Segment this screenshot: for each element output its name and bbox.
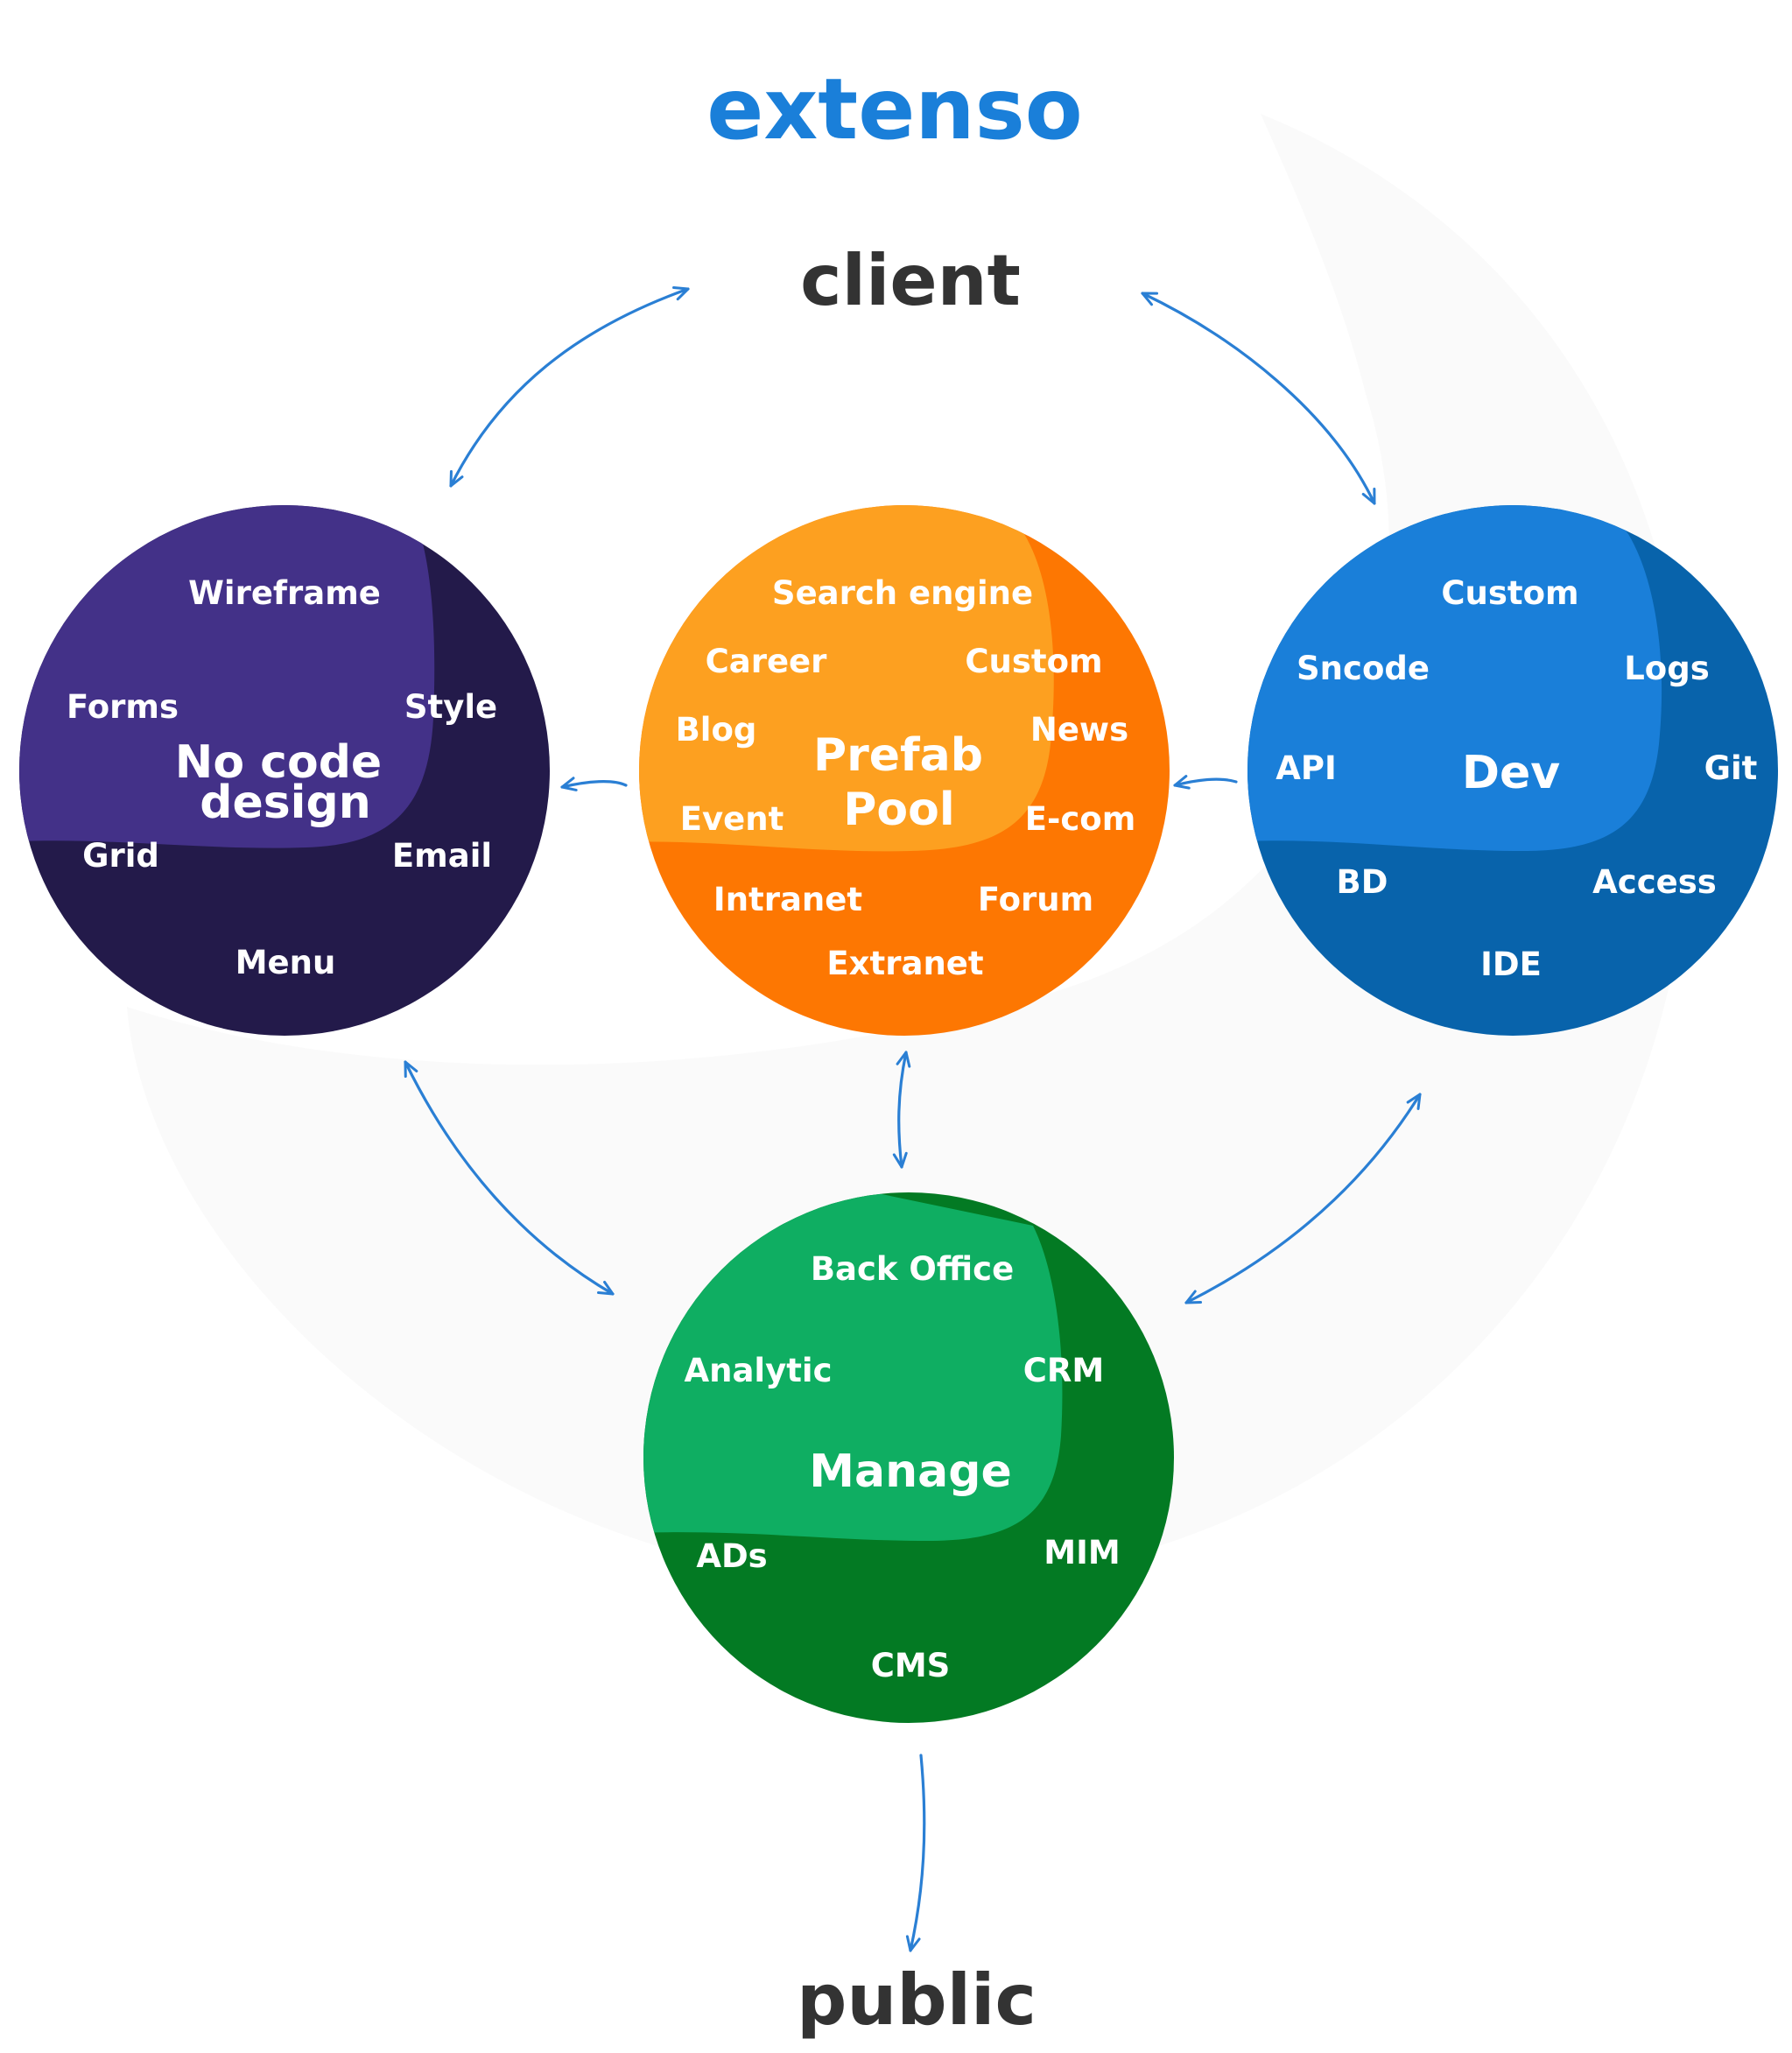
nocode-label-forms: Forms	[67, 688, 179, 726]
dev-label-git: Git	[1704, 749, 1758, 787]
nocode-label-menu: Menu	[235, 944, 336, 981]
manage-label-crm: CRM	[1023, 1352, 1104, 1389]
prefab-label-news: News	[1030, 711, 1128, 749]
prefab-label-intranet: Intranet	[713, 881, 862, 918]
dev-label-bd: BD	[1337, 863, 1388, 901]
nocode-label-grid: Grid	[82, 837, 159, 875]
prefab-label-extranet: Extranet	[826, 945, 983, 982]
extenso-logo: extenso	[706, 60, 1082, 158]
prefab-label-e-com: E-com	[1025, 800, 1136, 838]
arrow-manage-public	[905, 1754, 926, 1952]
prefab-label-forum: Forum	[978, 881, 1093, 918]
manage-title: Manage	[809, 1445, 1011, 1498]
arrow-nocode-manage	[404, 1060, 615, 1296]
dev-label-logs: Logs	[1624, 650, 1710, 687]
prefab-circle-light	[639, 505, 1054, 852]
manage-label-ads: ADs	[696, 1537, 767, 1575]
prefab-label-career: Career	[706, 643, 828, 680]
nocode-title-line1: No code	[175, 736, 382, 789]
dev-label-custom: Custom	[1441, 574, 1578, 612]
nocode-label-wireframe: Wireframe	[188, 574, 381, 612]
prefab-label-blog: Blog	[676, 711, 757, 749]
dev-label-ide: IDE	[1480, 946, 1542, 983]
nocode-circle-light	[19, 505, 435, 848]
dev-label-api: API	[1275, 749, 1337, 787]
prefab-label-search-engine: Search engine	[772, 574, 1033, 612]
nocode-label-style: Style	[404, 688, 497, 726]
prefab-title-line1: Prefab	[813, 729, 983, 782]
dev-label-access: Access	[1592, 863, 1717, 901]
arrow-client-nocode	[449, 285, 690, 488]
prefab-title-line2: Pool	[843, 784, 954, 836]
arrow-prefab-manage	[892, 1051, 911, 1169]
arrow-dev-prefab	[1173, 775, 1238, 790]
manage-label-cms: CMS	[871, 1647, 951, 1684]
nocode-title-line2: design	[200, 777, 371, 829]
manage-label-mim: MIM	[1044, 1534, 1120, 1571]
dev-circle-light	[1247, 505, 1662, 851]
manage-label-back-office: Back Office	[811, 1250, 1014, 1288]
prefab-label-event: Event	[680, 800, 784, 838]
prefab-pool-circle: Search engine Career Custom Blog News Ev…	[639, 505, 1170, 1036]
nocode-label-email: Email	[392, 837, 492, 875]
nocode-design-circle: Wireframe Forms Style Grid Email Menu No…	[19, 505, 550, 1036]
client-label: client	[800, 240, 1021, 321]
arrow-prefab-nocode	[560, 777, 628, 791]
arrow-client-dev	[1141, 292, 1376, 505]
dev-title: Dev	[1462, 747, 1560, 799]
dev-circle: Custom Sncode Logs API Git BD Access IDE…	[1247, 505, 1778, 1036]
dev-label-sncode: Sncode	[1297, 650, 1430, 687]
arrow-dev-manage	[1184, 1093, 1422, 1304]
public-label: public	[797, 1959, 1037, 2041]
prefab-label-custom: Custom	[965, 643, 1102, 680]
manage-label-analytic: Analytic	[684, 1352, 832, 1389]
